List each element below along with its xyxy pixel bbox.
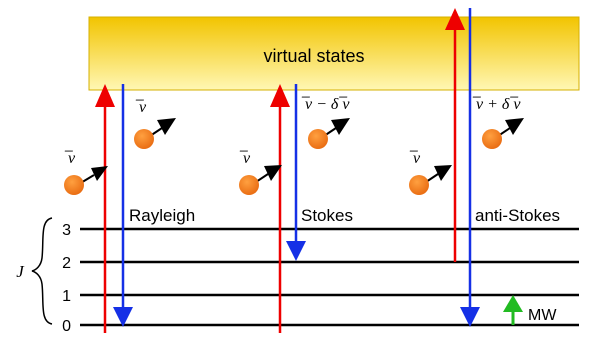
level-label-2: 2 <box>62 255 71 272</box>
rayleigh-scattered-photon-arrowhead <box>157 118 176 135</box>
stokes-incident-photon-arrowhead <box>264 165 282 181</box>
level-label-1: 1 <box>62 288 71 305</box>
rayleigh-incident-photon-arrowhead <box>91 166 108 181</box>
virtual-states-label: virtual states <box>263 46 364 66</box>
stokes-excitation-arrowhead <box>270 84 290 107</box>
anti-stokes-scattered-freq: ̅ν + δ ̅ν <box>472 96 521 113</box>
anti-stokes-emission-arrowhead <box>460 307 480 327</box>
anti-stokes-incident-photon <box>409 175 429 195</box>
stokes-label: Stokes <box>301 206 353 225</box>
j-axis-label: J <box>16 262 25 281</box>
anti-stokes-scattered-photon <box>482 129 502 149</box>
rayleigh-incident-freq: ̅ν <box>64 150 76 167</box>
rayleigh-scattered-photon <box>134 129 154 149</box>
rayleigh-emission-arrowhead <box>113 307 133 327</box>
level-brace <box>31 217 53 325</box>
stokes-scattered-photon-arrowhead <box>331 118 350 135</box>
stokes-incident-photon <box>239 175 259 195</box>
rayleigh-excitation-arrowhead <box>95 84 115 107</box>
anti-stokes-label: anti-Stokes <box>475 206 560 225</box>
rayleigh-label: Rayleigh <box>129 206 195 225</box>
stokes-emission-arrowhead <box>286 241 306 261</box>
anti-stokes-incident-photon-arrowhead <box>434 165 452 181</box>
level-label-0: 0 <box>62 318 71 333</box>
level-label-3: 3 <box>62 222 71 239</box>
microwave-label: MW <box>528 307 557 324</box>
stokes-incident-freq: ̅ν <box>239 150 251 167</box>
stokes-scattered-photon <box>308 129 328 149</box>
anti-stokes-incident-freq: ̅ν <box>409 150 421 167</box>
anti-stokes-scattered-photon-arrowhead <box>505 118 524 135</box>
stokes-scattered-freq: ̅ν − δ ̅ν <box>301 96 350 113</box>
rayleigh-incident-photon <box>64 175 84 195</box>
microwave-arrowhead <box>503 295 523 312</box>
anti-stokes-excitation-arrowhead <box>445 8 465 30</box>
virtual-states-band <box>88 16 580 91</box>
rayleigh-scattered-freq: ̅ν <box>135 99 147 116</box>
